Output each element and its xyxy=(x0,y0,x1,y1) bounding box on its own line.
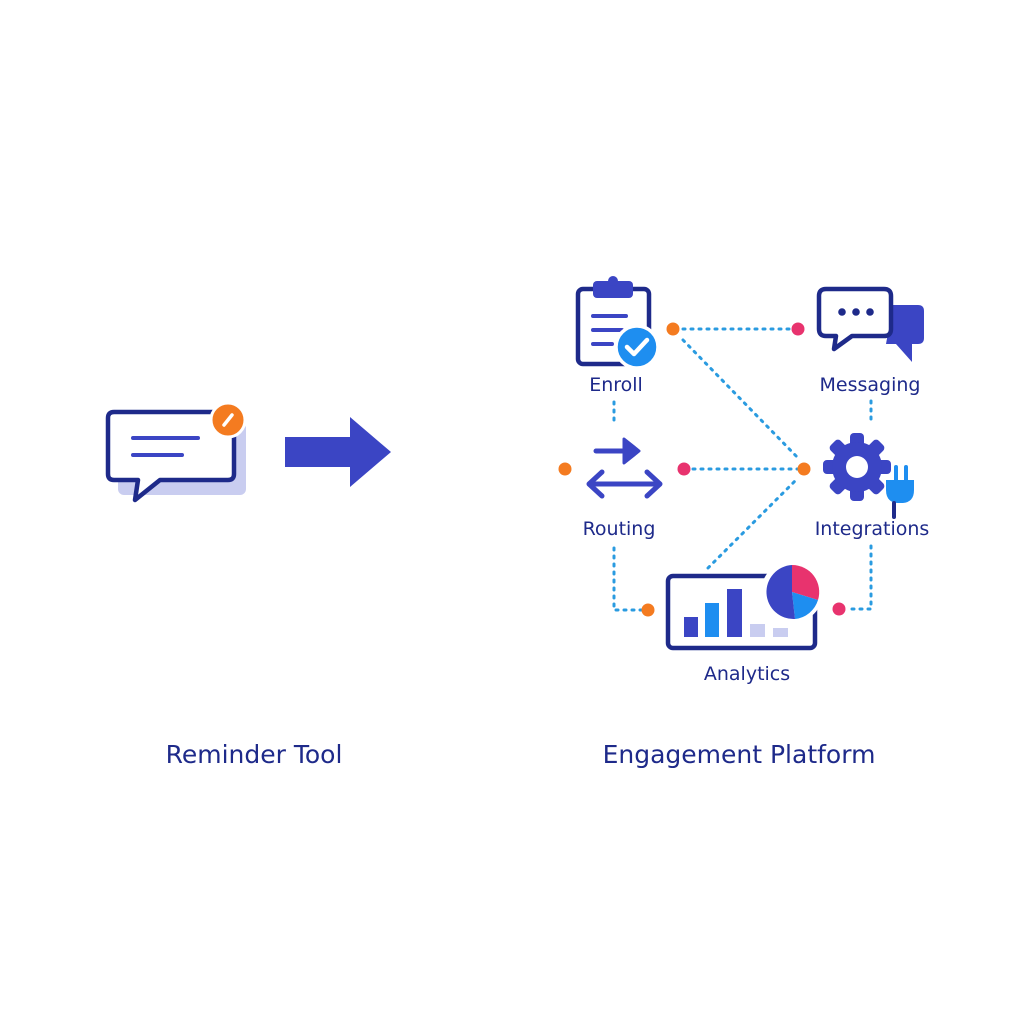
clipboard-check-icon xyxy=(575,276,660,370)
connector-lines xyxy=(612,327,873,612)
reminder-tool-group: Reminder Tool xyxy=(105,401,343,769)
gear-plug-icon xyxy=(823,433,914,519)
link-integrations-analytics xyxy=(846,544,873,611)
chat-bubbles-icon xyxy=(816,286,924,362)
node-routing: Routing xyxy=(583,437,663,540)
integrations-label: Integrations xyxy=(815,518,930,540)
link-enroll-integrations xyxy=(681,338,802,462)
dot-routing-left xyxy=(558,462,572,476)
chart-dashboard-icon xyxy=(665,561,823,651)
messaging-label: Messaging xyxy=(820,374,921,396)
dot-analytics-right xyxy=(832,602,846,616)
arrow-right-icon xyxy=(285,417,391,487)
dot-integrations-left xyxy=(797,462,811,476)
routing-label: Routing xyxy=(583,518,656,540)
enroll-label: Enroll xyxy=(589,374,643,396)
dot-messaging-left xyxy=(791,322,805,336)
link-routing-analytics xyxy=(612,546,644,612)
chat-bubble-notification-icon xyxy=(105,401,247,503)
node-enroll: Enroll xyxy=(575,276,660,396)
swap-arrows-icon xyxy=(586,437,663,499)
dot-enroll-right xyxy=(666,322,680,336)
analytics-label: Analytics xyxy=(704,663,790,685)
engagement-platform-caption: Engagement Platform xyxy=(603,740,876,769)
dot-routing-right xyxy=(677,462,691,476)
node-analytics: Analytics xyxy=(665,561,823,685)
link-analytics-integrations xyxy=(706,476,800,570)
connector-dots xyxy=(558,322,846,617)
node-integrations: Integrations xyxy=(815,433,930,540)
reminder-tool-caption: Reminder Tool xyxy=(166,740,343,769)
node-messaging: Messaging xyxy=(816,286,924,396)
dot-analytics-left xyxy=(641,603,655,617)
